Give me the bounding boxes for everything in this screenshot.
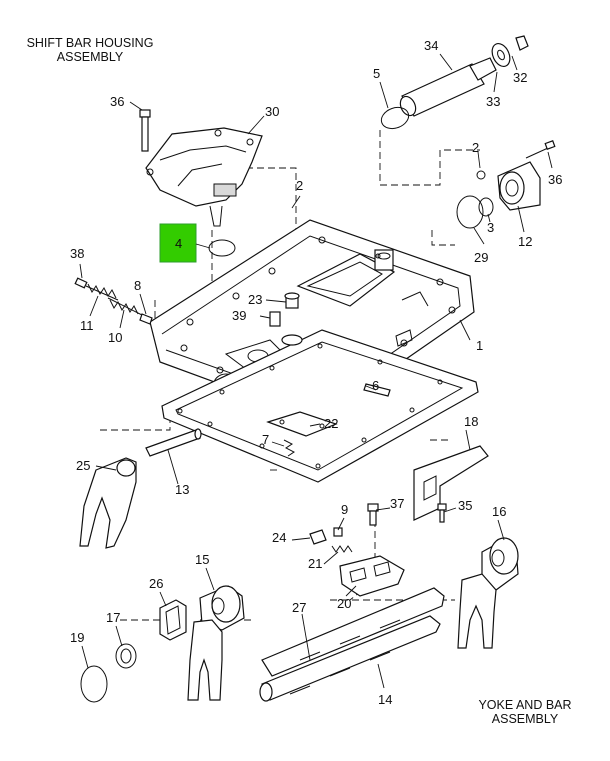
label-9: 9 bbox=[341, 502, 348, 517]
part-19-snap-ring bbox=[80, 665, 108, 703]
label-2-right: 2 bbox=[472, 140, 479, 155]
label-21: 21 bbox=[308, 556, 322, 571]
label-8: 8 bbox=[134, 278, 141, 293]
part-4-ring bbox=[208, 239, 236, 257]
label-19: 19 bbox=[70, 630, 84, 645]
label-12: 12 bbox=[518, 234, 532, 249]
part-39-spring bbox=[269, 311, 281, 327]
label-14: 14 bbox=[378, 692, 392, 707]
label-39: 39 bbox=[232, 308, 246, 323]
title-yoke-and-bar-line2: ASSEMBLY bbox=[492, 712, 559, 726]
part-37-bolt bbox=[367, 503, 379, 526]
part-15-shift-fork bbox=[187, 585, 245, 701]
label-22: 22 bbox=[324, 416, 338, 431]
label-20: 20 bbox=[337, 596, 351, 611]
washer bbox=[281, 334, 303, 346]
part-26-clip bbox=[159, 599, 187, 641]
part-18-bracket bbox=[413, 445, 489, 521]
label-18: 18 bbox=[464, 414, 478, 429]
label-11: 11 bbox=[80, 318, 94, 333]
label-35: 35 bbox=[458, 498, 472, 513]
part-17-ring bbox=[115, 643, 137, 669]
part-2-ring-right bbox=[476, 170, 486, 180]
label-7: 7 bbox=[262, 432, 269, 447]
label-24: 24 bbox=[272, 530, 286, 545]
part-23-plug bbox=[284, 292, 300, 309]
label-25: 25 bbox=[76, 458, 90, 473]
part-22-plate bbox=[266, 411, 338, 437]
part-5-o-ring bbox=[380, 106, 410, 130]
label-36-left: 36 bbox=[110, 94, 124, 109]
label-29: 29 bbox=[474, 250, 488, 265]
part-16-shift-fork bbox=[457, 537, 519, 649]
label-30: 30 bbox=[265, 104, 279, 119]
label-38: 38 bbox=[70, 246, 84, 261]
label-23: 23 bbox=[248, 292, 262, 307]
callout-numbers: 34 5 32 33 36 30 2 36 2 4 3 12 29 38 8 2… bbox=[70, 38, 562, 707]
label-34: 34 bbox=[424, 38, 438, 53]
label-36-right: 36 bbox=[548, 172, 562, 187]
title-shift-bar-housing-line2: ASSEMBLY bbox=[57, 50, 124, 64]
part-6-pin bbox=[363, 383, 391, 397]
label-13: 13 bbox=[175, 482, 189, 497]
label-26: 26 bbox=[149, 576, 163, 591]
label-10: 10 bbox=[108, 330, 122, 345]
part-36-bolt-left bbox=[139, 109, 151, 152]
label-2-center: 2 bbox=[296, 178, 303, 193]
part-9-spring bbox=[333, 527, 343, 537]
part-12-cover bbox=[497, 140, 556, 211]
part-4-highlight bbox=[159, 223, 197, 263]
part-35-bolt bbox=[437, 503, 447, 523]
part-21-spring bbox=[331, 545, 353, 553]
part-25-shift-fork bbox=[79, 457, 137, 549]
leader-lines bbox=[79, 53, 553, 689]
part-20-block bbox=[339, 555, 405, 597]
gasket-outline bbox=[161, 329, 479, 483]
label-27: 27 bbox=[292, 600, 306, 615]
label-37: 37 bbox=[390, 496, 404, 511]
part-38-11-10-8-detent bbox=[74, 277, 153, 325]
part-3-ring bbox=[478, 197, 494, 217]
title-shift-bar-housing-line1: SHIFT BAR HOUSING bbox=[27, 36, 154, 50]
title-yoke-and-bar-line1: YOKE AND BAR bbox=[478, 698, 571, 712]
label-15: 15 bbox=[195, 552, 209, 567]
label-17: 17 bbox=[106, 610, 120, 625]
label-4: 4 bbox=[175, 236, 182, 251]
part-24-plunger bbox=[309, 529, 327, 545]
label-3: 3 bbox=[487, 220, 494, 235]
part-34-shaft bbox=[399, 35, 529, 117]
label-6: 6 bbox=[372, 378, 379, 393]
part-13-rod bbox=[145, 428, 202, 457]
part-7-spring bbox=[283, 439, 295, 457]
label-32: 32 bbox=[513, 70, 527, 85]
part-14-bar bbox=[259, 615, 441, 702]
label-16: 16 bbox=[492, 504, 506, 519]
part-29-o-ring bbox=[456, 195, 484, 229]
part-27-bar bbox=[261, 587, 445, 677]
label-5: 5 bbox=[373, 66, 380, 81]
part-30-upper-housing bbox=[145, 127, 263, 227]
label-33: 33 bbox=[486, 94, 500, 109]
label-1: 1 bbox=[476, 338, 483, 353]
